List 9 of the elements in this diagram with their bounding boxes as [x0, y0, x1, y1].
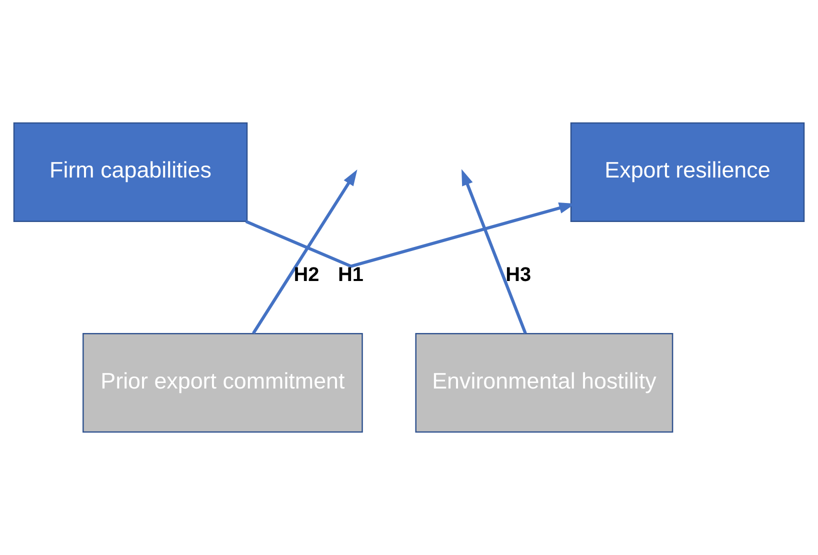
arrow [462, 169, 527, 334]
node-box: Prior export commitment [82, 332, 363, 433]
arrow [252, 170, 358, 334]
node-box: Export resilience [570, 122, 805, 222]
edge-label: H1 [338, 264, 364, 286]
edge-label: H2 [294, 264, 320, 286]
edge-label: H3 [506, 264, 532, 286]
node-box: Environmental hostility [415, 332, 674, 433]
node-box: Firm capabilities [13, 122, 248, 222]
